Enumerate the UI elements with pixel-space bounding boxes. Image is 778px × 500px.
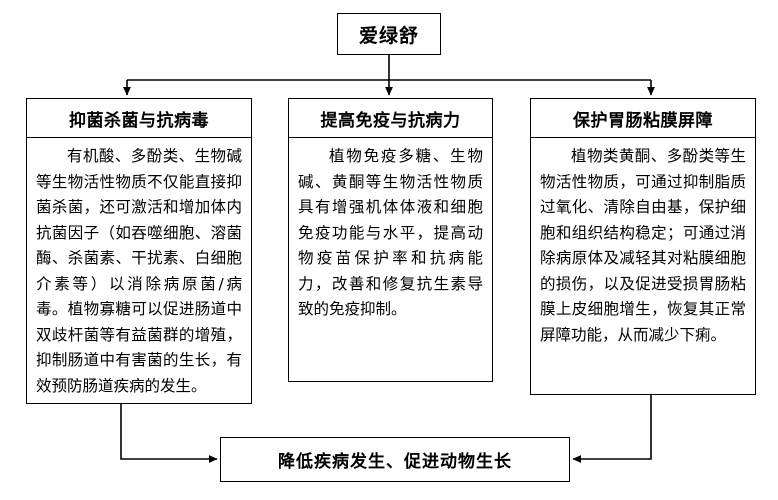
node-branch-2-title: 保护胃肠粘膜屏障	[573, 110, 713, 131]
node-branch-2-header: 保护胃肠粘膜屏障	[531, 99, 755, 138]
node-root[interactable]: 爱绿舒	[337, 13, 441, 55]
node-branch-immunity[interactable]: 提高免疫与抗病力 植物免疫多糖、生物碱、黄酮等生物活性物质具有增强机体体液和细胞…	[288, 98, 493, 382]
node-branch-antibacterial[interactable]: 抑菌杀菌与抗病毒 有机酸、多酚类、生物碱等生物活性物质不仅能直接抑菌杀菌，还可激…	[26, 98, 252, 404]
node-branch-1-body: 植物免疫多糖、生物碱、黄酮等生物活性物质具有增强机体体液和细胞免疫功能与水平，提…	[298, 147, 483, 318]
node-root-label: 爱绿舒	[358, 24, 419, 47]
connector-branch-0-to-outcome	[120, 404, 218, 463]
connector-branch-2-to-outcome	[572, 395, 652, 463]
node-outcome-label: 降低疾病发生、促进动物生长	[278, 452, 512, 472]
node-branch-1-header: 提高免疫与抗病力	[289, 99, 492, 138]
node-branch-0-title: 抑菌杀菌与抗病毒	[69, 110, 209, 131]
node-branch-0-header: 抑菌杀菌与抗病毒	[27, 99, 251, 138]
node-branch-0-body: 有机酸、多酚类、生物碱等生物活性物质不仅能直接抑菌杀菌，还可激活和增加体内抗菌因…	[36, 147, 242, 395]
node-branch-mucosal-barrier[interactable]: 保护胃肠粘膜屏障 植物类黄酮、多酚类等生物活性物质，可通过抑制脂质过氧化、清除自…	[530, 98, 756, 395]
node-branch-1-title: 提高免疫与抗病力	[320, 110, 461, 131]
node-branch-2-body: 植物类黄酮、多酚类等生物活性物质，可通过抑制脂质过氧化、清除自由基，保护细胞和组…	[540, 147, 746, 344]
node-outcome[interactable]: 降低疾病发生、促进动物生长	[220, 437, 570, 482]
